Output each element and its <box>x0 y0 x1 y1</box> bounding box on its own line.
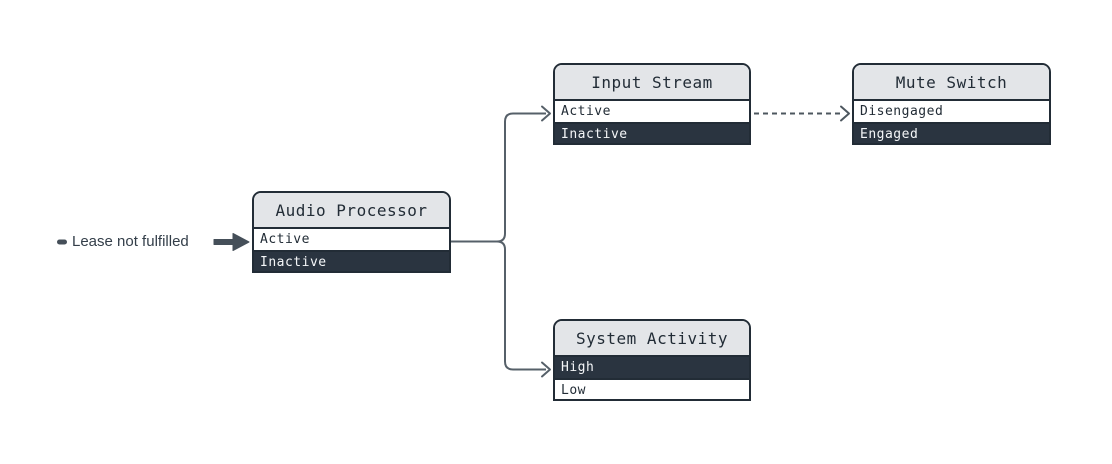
node-row: Inactive <box>254 250 449 271</box>
node-row: Inactive <box>555 122 749 143</box>
node-row: Active <box>555 101 749 122</box>
node-input-stream: Input Stream Active Inactive <box>553 63 751 145</box>
node-title: Mute Switch <box>854 65 1049 101</box>
edge-audio-to-system-activity <box>451 240 546 371</box>
node-title: Input Stream <box>555 65 749 101</box>
edge-audio-to-input-stream <box>451 112 546 243</box>
node-system-activity: System Activity High Low <box>553 319 751 401</box>
node-row: High <box>555 357 749 378</box>
label-dash-icon <box>57 239 67 245</box>
node-title: Audio Processor <box>254 193 449 229</box>
node-row: Engaged <box>854 122 1049 143</box>
node-row: Low <box>555 378 749 399</box>
node-title: System Activity <box>555 321 749 357</box>
arrowhead-system-activity-icon <box>541 361 551 378</box>
node-row: Active <box>254 229 449 250</box>
node-audio-processor: Audio Processor Active Inactive <box>252 191 451 273</box>
arrowhead-mute-switch-icon <box>840 105 850 122</box>
arrowhead-input-stream-icon <box>541 105 551 122</box>
label-arrow-icon <box>213 233 250 251</box>
node-mute-switch: Mute Switch Disengaged Engaged <box>852 63 1051 145</box>
node-row: Disengaged <box>854 101 1049 122</box>
external-label: Lease not fulfilled <box>72 233 189 250</box>
